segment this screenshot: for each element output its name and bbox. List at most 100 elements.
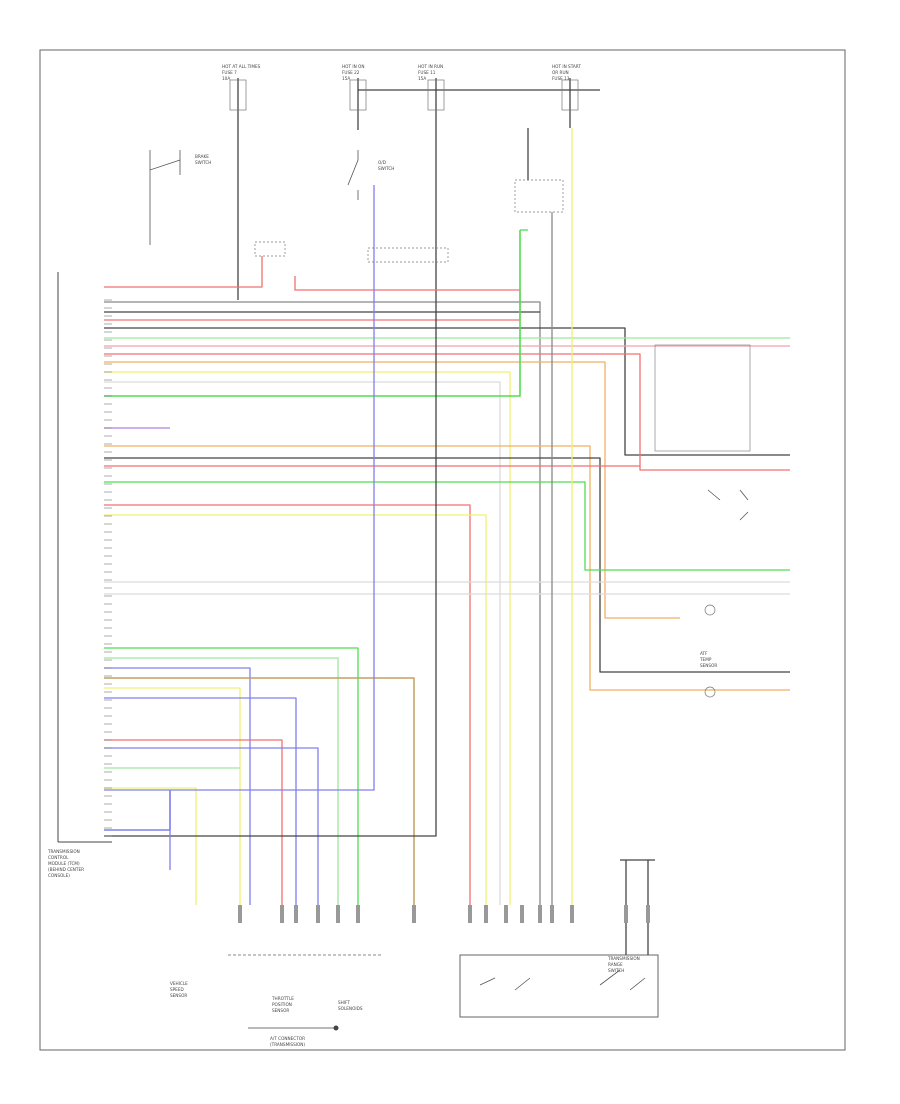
fuse-1-symbol xyxy=(229,79,247,111)
atf-temp-label-2: TEMP xyxy=(699,657,712,662)
fuse-2-label-2: FUSE 22 xyxy=(342,70,360,75)
harness-terminal-2 xyxy=(280,905,284,923)
harness-terminal-7 xyxy=(412,905,416,923)
wire-tcm-yellow-3 xyxy=(104,687,241,905)
throttle-label-2: POSITION xyxy=(272,1002,292,1007)
fuse-2-symbol xyxy=(349,79,367,111)
solenoid-label: SHIFT SOLENOIDS xyxy=(338,1000,363,1011)
tcm-label-line-5: CONSOLE) xyxy=(48,873,70,878)
fuse-1-label: HOT AT ALL TIMES FUSE 7 10A xyxy=(222,64,261,81)
fuse-4-label-2: OR RUN xyxy=(552,70,569,75)
fuse-4-symbol xyxy=(561,79,579,111)
wire-tcm-green-1 xyxy=(104,230,521,397)
harness-terminal-14 xyxy=(570,905,574,923)
tcm-label-line-3: MODULE (TCM) xyxy=(48,861,80,866)
od-switch-symbol xyxy=(347,150,359,200)
fuse-2-label-3: 15A xyxy=(342,76,350,81)
atf-temp-symbol xyxy=(704,604,716,616)
brake-switch-label-2: SWITCH xyxy=(195,160,211,165)
wire-tcm-black-4 xyxy=(104,300,437,837)
wire-tcm-red-1 xyxy=(104,256,263,288)
throttle-label-1: THROTTLE xyxy=(271,996,294,1001)
tcm-label-line-1: TRANSMISSION xyxy=(47,849,80,854)
fuse-3-label: HOT IN RUN FUSE 11 15A xyxy=(418,64,443,81)
harness-terminal-3 xyxy=(294,905,298,923)
trans-range-label-2: RANGE xyxy=(608,962,623,967)
connector-c2 xyxy=(367,247,449,263)
fuse-2-label-1: HOT IN ON xyxy=(342,64,364,69)
fuse-4-label-3: FUSE 13 xyxy=(552,76,570,81)
harness-terminal-9 xyxy=(484,905,488,923)
fuse-1-label-3: 10A xyxy=(222,76,230,81)
throttle-label: THROTTLE POSITION SENSOR xyxy=(271,996,294,1013)
atf-temp-label: ATF TEMP SENSOR xyxy=(699,651,717,668)
wire-tcm-ltgreen-2 xyxy=(104,657,339,905)
trans-range-contacts xyxy=(479,969,646,991)
solenoid-label-1: SHIFT xyxy=(338,1000,350,1005)
wire-tcm-green-2 xyxy=(104,481,790,571)
fuse-1-label-1: HOT AT ALL TIMES xyxy=(222,64,261,69)
wire-tcm-orange-2 xyxy=(104,445,790,691)
harness-terminal-8 xyxy=(468,905,472,923)
harness-terminal-11 xyxy=(520,905,524,923)
fuse-3-symbol xyxy=(427,79,445,111)
wire-tcm-gray-1 xyxy=(104,301,541,905)
component-symbols xyxy=(149,79,751,1031)
harness-terminal-12 xyxy=(538,905,542,923)
harness-terminal-10 xyxy=(504,905,508,923)
od-switch-label-1: O/D xyxy=(378,160,386,165)
wire-tcm-yellow-4 xyxy=(104,787,197,905)
fuse-4-label: HOT IN START OR RUN FUSE 13 xyxy=(552,64,581,81)
wire-tcm-yellow-1 xyxy=(104,371,511,905)
wire-tcm-orange-1 xyxy=(104,361,680,619)
wire-tcm-blue-2 xyxy=(104,697,297,905)
speed-sensor-box xyxy=(654,344,751,452)
wire-harness xyxy=(104,78,790,955)
brake-switch-label-1: BRAKE xyxy=(195,154,209,159)
fuse-1-label-2: FUSE 7 xyxy=(222,70,237,75)
harness-terminal-4 xyxy=(316,905,320,923)
harness-terminal-1 xyxy=(238,905,242,923)
wire-tcm-white-1 xyxy=(104,381,501,905)
brake-switch-symbol xyxy=(149,150,181,245)
tcm-label-line-2: CONTROL xyxy=(48,855,69,860)
wire-tcm-blue-4 xyxy=(104,790,171,831)
tcm-label-line-4: (BEHIND CENTER xyxy=(48,867,84,872)
od-switch-label: O/D SWITCH xyxy=(378,160,394,171)
wire-tcm-red-6 xyxy=(104,739,283,905)
diagram-border xyxy=(39,49,846,1051)
fuse-3-label-2: FUSE 11 xyxy=(418,70,436,75)
wire-tcm-red-2 xyxy=(104,276,521,321)
trans-range-switch-box xyxy=(459,954,659,1018)
harness-terminal-6 xyxy=(356,905,360,923)
harness-terminal-13 xyxy=(550,905,554,923)
fuse-3-label-3: 15A xyxy=(418,76,426,81)
wire-tcm-blue-1 xyxy=(104,667,251,905)
trans-range-label-1: TRANSMISSION xyxy=(607,956,640,961)
harness-terminal-15 xyxy=(624,905,628,923)
connector-c1 xyxy=(254,241,286,257)
bottom-connector-label-2: (TRANSMISSION) xyxy=(270,1042,305,1047)
wire-tcm-black-2 xyxy=(104,327,790,456)
trans-range-label-3: SWITCH xyxy=(608,968,624,973)
ground-point xyxy=(333,1025,339,1031)
wire-tcm-black-3 xyxy=(104,457,790,673)
atf-temp-label-3: SENSOR xyxy=(700,663,717,668)
tcm-pin-column xyxy=(104,299,112,837)
od-switch-label-2: SWITCH xyxy=(378,166,394,171)
bottom-connector-label: A/T CONNECTOR (TRANSMISSION) xyxy=(270,1036,305,1047)
bottom-connector-label-1: A/T CONNECTOR xyxy=(270,1036,305,1041)
wire-tcm-yellow-2 xyxy=(104,514,487,905)
wire-tcm-red-5 xyxy=(104,504,471,905)
fuse-2-label: HOT IN ON FUSE 22 15A xyxy=(342,64,364,81)
throttle-label-3: SENSOR xyxy=(272,1008,289,1013)
harness-terminal-16 xyxy=(646,905,650,923)
switch-pair-symbol xyxy=(707,489,749,521)
vss-label-3: SENSOR xyxy=(170,993,187,998)
fuse-3-label-1: HOT IN RUN xyxy=(418,64,443,69)
wire-tcm-red-3 xyxy=(104,353,790,471)
wire-tcm-brown-1 xyxy=(104,677,415,905)
sensor-2-symbol xyxy=(704,686,716,698)
